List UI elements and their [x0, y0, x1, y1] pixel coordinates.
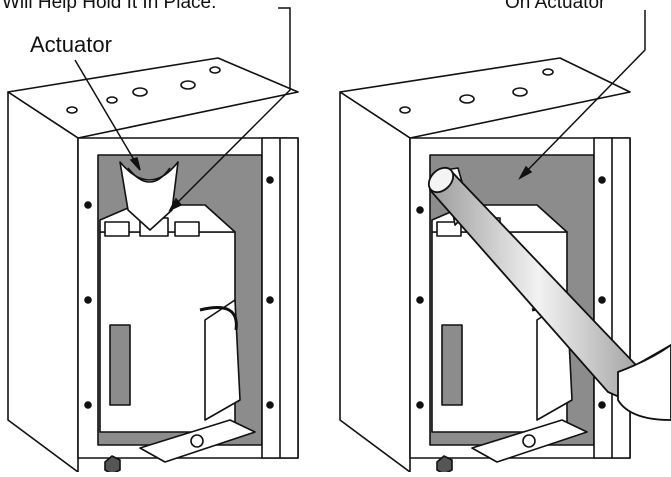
callout-leader-lines [74, 7, 646, 212]
right-enclosure-illustration [339, 57, 631, 475]
callout-label-hold-in-place: Will Help Hold It In Place. [2, 0, 217, 13]
callout-label-actuator: Actuator [30, 32, 112, 57]
callout-label-on-actuator: On Actuator [505, 0, 606, 13]
pipe-on-actuator [427, 166, 671, 421]
left-box-side-face [7, 91, 79, 473]
right-box-side-face [339, 91, 411, 473]
left-enclosure-illustration [7, 57, 299, 475]
